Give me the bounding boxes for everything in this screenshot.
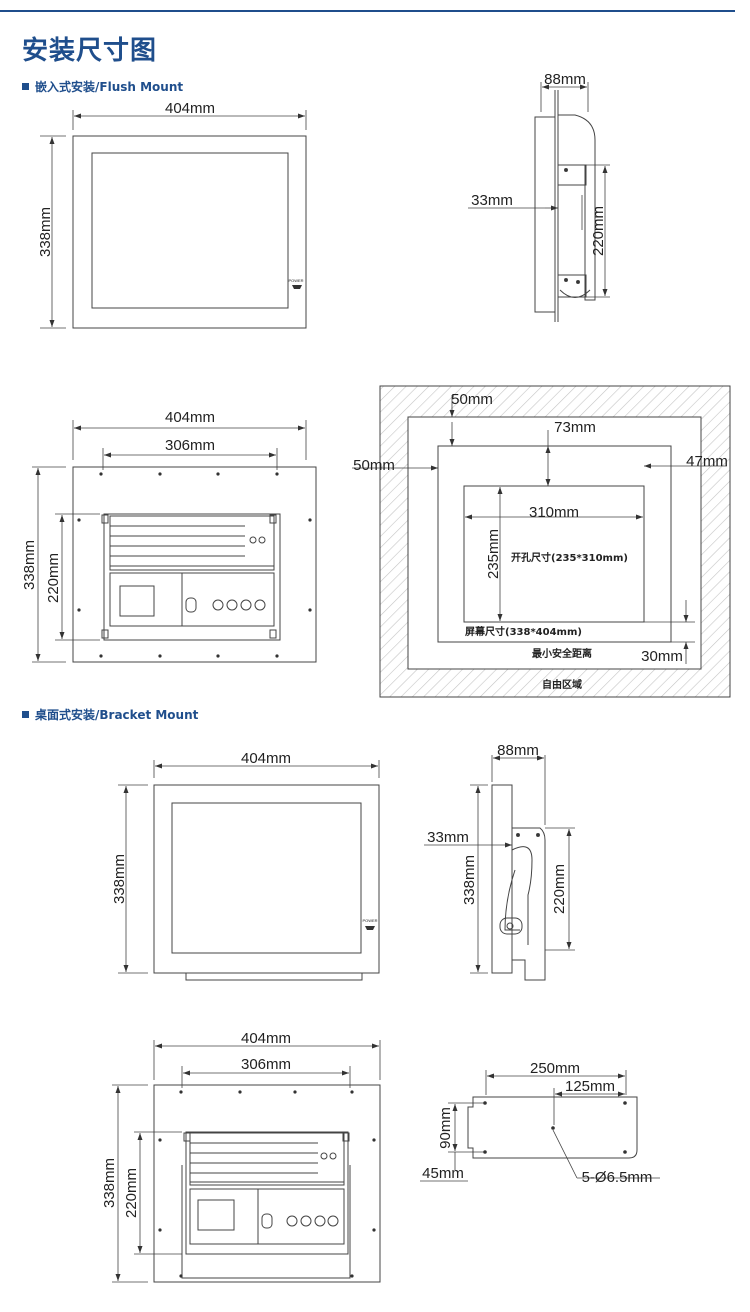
bracket-rear-view xyxy=(112,1040,381,1283)
bracket-side-bracket-height-label: 220mm xyxy=(551,864,568,914)
cutout-diagram xyxy=(352,385,731,698)
power-label: POWER xyxy=(362,918,377,923)
page-title: 安装尺寸图 xyxy=(22,36,158,66)
screen-size-label: 屏幕尺寸(338*404mm) xyxy=(464,625,582,638)
cutout-size-label: 开孔尺寸(235*310mm) xyxy=(511,551,628,564)
cutout-width-label: 310mm xyxy=(529,504,579,521)
bracket-base-plate xyxy=(420,1070,660,1182)
flush-rear-view xyxy=(32,420,317,663)
power-button-icon xyxy=(292,285,302,289)
margin-left-label: 50mm xyxy=(353,457,395,474)
flush-side-depth-label: 88mm xyxy=(544,71,586,88)
bracket-front-view xyxy=(118,760,380,981)
free-zone-label: 自由区域 xyxy=(542,678,582,691)
bracket-rear-height-label: 338mm xyxy=(101,1158,118,1208)
flush-front-height-label: 338mm xyxy=(37,207,54,257)
flush-rear-height-label: 338mm xyxy=(21,540,38,590)
flush-side-view xyxy=(468,82,610,322)
flush-rear-inner-height-label: 220mm xyxy=(45,553,62,603)
flush-rear-width-label: 404mm xyxy=(165,409,215,426)
margin-top-label: 50mm xyxy=(451,391,493,408)
screen-top-offset-label: 73mm xyxy=(554,419,596,436)
flush-rear-inner-width-label: 306mm xyxy=(165,437,215,454)
bullet-square-icon xyxy=(22,83,29,90)
bracket-rear-inner-width-label: 306mm xyxy=(241,1056,291,1073)
bracket-side-height-label: 338mm xyxy=(461,855,478,905)
power-button-icon xyxy=(365,926,375,930)
bracket-rear-width-label: 404mm xyxy=(241,1030,291,1047)
section-label: 桌面式安装/Bracket Mount xyxy=(35,708,199,722)
header-divider xyxy=(0,10,735,12)
cutout-height-label: 235mm xyxy=(485,529,502,579)
base-offset-label: 45mm xyxy=(422,1165,464,1182)
bracket-side-depth-label: 88mm xyxy=(497,742,539,759)
base-half-width-label: 125mm xyxy=(565,1078,615,1095)
base-width-label: 250mm xyxy=(530,1060,580,1077)
flush-side-offset-label: 33mm xyxy=(471,192,513,209)
flush-side-bracket-height-label: 220mm xyxy=(590,206,607,256)
base-holes-label: 5-Ø6.5mm xyxy=(582,1169,653,1186)
bracket-rear-inner-height-label: 220mm xyxy=(123,1168,140,1218)
section-label: 嵌入式安装/Flush Mount xyxy=(35,80,184,94)
margin-right-label: 47mm xyxy=(686,453,728,470)
flush-front-width-label: 404mm xyxy=(165,100,215,117)
bracket-side-view xyxy=(424,755,575,981)
power-label: POWER xyxy=(288,278,303,283)
flush-front-view xyxy=(40,110,307,329)
base-depth-label: 90mm xyxy=(437,1107,454,1149)
bracket-front-width-label: 404mm xyxy=(241,750,291,767)
bracket-side-offset-label: 33mm xyxy=(427,829,469,846)
section-bracket-mount: 桌面式安装/Bracket Mount xyxy=(22,706,198,723)
section-flush-mount: 嵌入式安装/Flush Mount xyxy=(22,78,183,95)
bullet-square-icon xyxy=(22,711,29,718)
margin-bottom-label: 30mm xyxy=(641,648,683,665)
min-safe-distance-label: 最小安全距离 xyxy=(532,647,592,660)
bracket-front-height-label: 338mm xyxy=(111,854,128,904)
